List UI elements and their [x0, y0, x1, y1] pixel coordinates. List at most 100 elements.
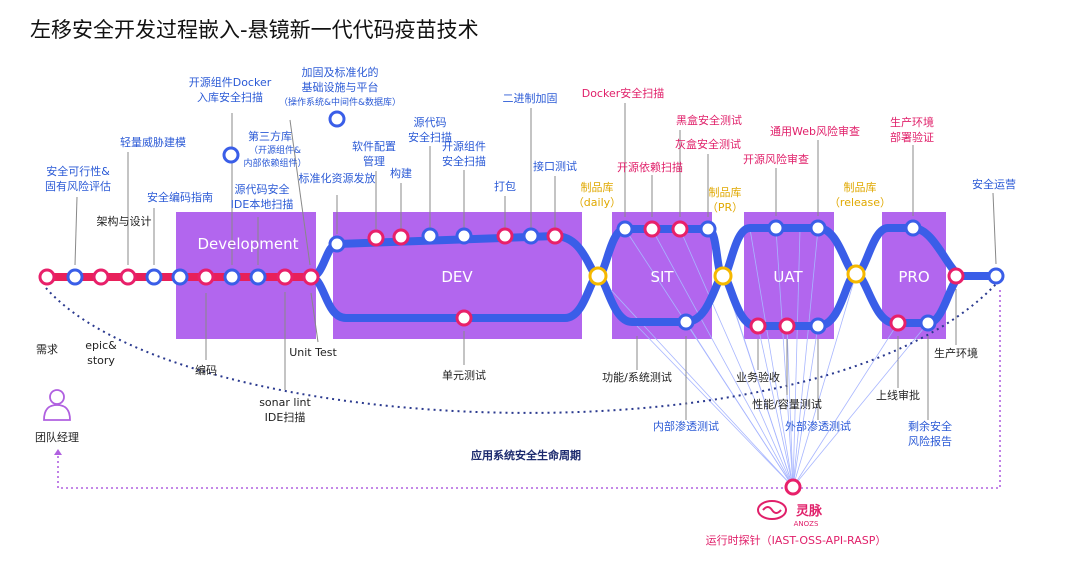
label-prod-verify: 生产环境部署验证	[890, 115, 934, 144]
node-build	[392, 228, 410, 246]
label-coding-guide: 安全编码指南	[147, 190, 213, 204]
node-black-box	[671, 220, 689, 238]
label-residual: 剩余安全风险报告	[908, 419, 952, 448]
node-dev-start	[171, 268, 189, 286]
node-epic	[92, 268, 110, 286]
label-lifecycle: 应用系统安全生命周期	[471, 448, 581, 462]
label-perf-test: 性能/容量测试	[752, 397, 822, 411]
stage-label-dev: DEV	[441, 268, 473, 286]
label-coding: 编码	[195, 363, 217, 377]
label-binary-hardening: 二进制加固	[503, 92, 558, 105]
node-src-scan	[421, 227, 439, 245]
label-oss-dep-scan: 开源依赖扫描	[617, 160, 683, 174]
node-std-release	[328, 235, 346, 253]
logo-text: 灵脉	[796, 503, 823, 519]
stage-label-uat: UAT	[773, 268, 803, 286]
node-prod-env	[947, 267, 965, 285]
node-sec-ops	[987, 267, 1005, 285]
label-internal-pentest: 内部渗透测试	[653, 419, 719, 433]
label-external-pentest: 外部渗透测试	[785, 419, 851, 433]
node-repo-daily	[588, 266, 608, 286]
node-prod-verify	[904, 219, 922, 237]
node-oss-dep	[643, 220, 661, 238]
label-repo-pr: 制品库（PR）	[707, 186, 743, 214]
node-oss-scan	[455, 227, 473, 245]
node-repo-pr	[713, 266, 733, 286]
label-threat-model: 轻量威胁建模	[120, 135, 186, 149]
label-unit-test-cn: 单元测试	[442, 369, 486, 382]
node-binary	[522, 227, 540, 245]
node-sonar	[276, 268, 294, 286]
label-std-release: 标准化资源发放	[299, 171, 376, 185]
top-labels: 安全可行性&固有风险评估 轻量威胁建模 安全编码指南 架构与设计 开源组件Doc…	[45, 65, 1016, 228]
node-package	[496, 227, 514, 245]
label-runtime-probe: 运行时探针（IAST-OSS-API-RASP）	[706, 533, 887, 547]
node-internal-pentest	[677, 313, 695, 331]
label-hardening: 加固及标准化的基础设施与平台（操作系统&中间件&数据库）	[279, 65, 401, 108]
label-epic-story: epic&story	[85, 339, 117, 367]
label-black-box: 黑盒安全测试	[676, 113, 742, 127]
node-third-party	[223, 268, 241, 286]
label-api-test: 接口测试	[533, 160, 577, 173]
node-web-risk	[809, 219, 827, 237]
node-api-test	[546, 227, 564, 245]
pipeline-nodes	[38, 110, 1005, 496]
label-sec-ops: 安全运营	[972, 177, 1016, 191]
node-biz-accept	[749, 317, 767, 335]
label-arch-design: 架构与设计	[97, 214, 152, 228]
node-unit-test	[302, 268, 320, 286]
label-build: 构建	[390, 166, 412, 180]
node-perf-test	[778, 317, 796, 335]
node-third-party-free	[222, 146, 240, 164]
node-requirement	[38, 268, 56, 286]
stage-label-pro: PRO	[898, 268, 929, 286]
label-sw-config: 软件配置管理	[352, 139, 396, 168]
node-go-live	[889, 314, 907, 332]
node-gray-box	[699, 220, 717, 238]
label-unit-test-en: Unit Test	[289, 346, 337, 359]
person-icon	[43, 389, 71, 421]
stage-label-development: Development	[198, 235, 299, 253]
node-coding	[197, 268, 215, 286]
lingmai-logo: 灵脉 ANOZS	[757, 500, 823, 528]
page-title: 左移安全开发过程嵌入-悬镜新一代代码疫苗技术	[30, 18, 479, 42]
node-feasibility	[66, 268, 84, 286]
label-func-test: 功能/系统测试	[602, 370, 672, 384]
label-src-scan: 源代码安全扫描	[408, 115, 452, 144]
node-hardening-free	[328, 110, 346, 128]
label-gray-box: 灰盒安全测试	[675, 137, 741, 151]
node-repo-release	[846, 264, 866, 284]
label-biz-accept: 业务验收	[736, 370, 780, 384]
label-oss-scan: 开源组件安全扫描	[442, 139, 486, 168]
node-coding-guide	[145, 268, 163, 286]
node-threat-model	[119, 268, 137, 286]
node-docker-sec	[616, 220, 634, 238]
label-requirement: 需求	[36, 343, 58, 356]
label-team-manager: 团队经理	[35, 430, 79, 444]
label-oss-risk: 开源风险审查	[743, 152, 809, 166]
node-external-pentest	[809, 317, 827, 335]
label-web-risk: 通用Web风险审查	[770, 124, 860, 138]
label-repo-release: 制品库（release）	[829, 181, 891, 209]
stage-label-sit: SIT	[650, 268, 674, 286]
stage-labels: Development DEV SIT UAT PRO	[198, 235, 930, 286]
label-package: 打包	[494, 179, 516, 193]
node-runtime-probe	[784, 478, 802, 496]
node-residual	[919, 314, 937, 332]
logo-subtext: ANOZS	[794, 520, 819, 528]
node-unit-test-cn	[455, 309, 473, 327]
node-src-ide	[249, 268, 267, 286]
label-docker-sec: Docker安全扫描	[582, 86, 665, 100]
label-go-live: 上线审批	[876, 388, 920, 402]
node-oss-risk	[767, 219, 785, 237]
pointer-lines	[74, 103, 997, 420]
label-prod-env: 生产环境	[934, 346, 978, 360]
node-sw-config	[367, 229, 385, 247]
label-repo-daily: 制品库（daily）	[573, 181, 621, 209]
label-feasibility: 安全可行性&固有风险评估	[45, 164, 111, 193]
